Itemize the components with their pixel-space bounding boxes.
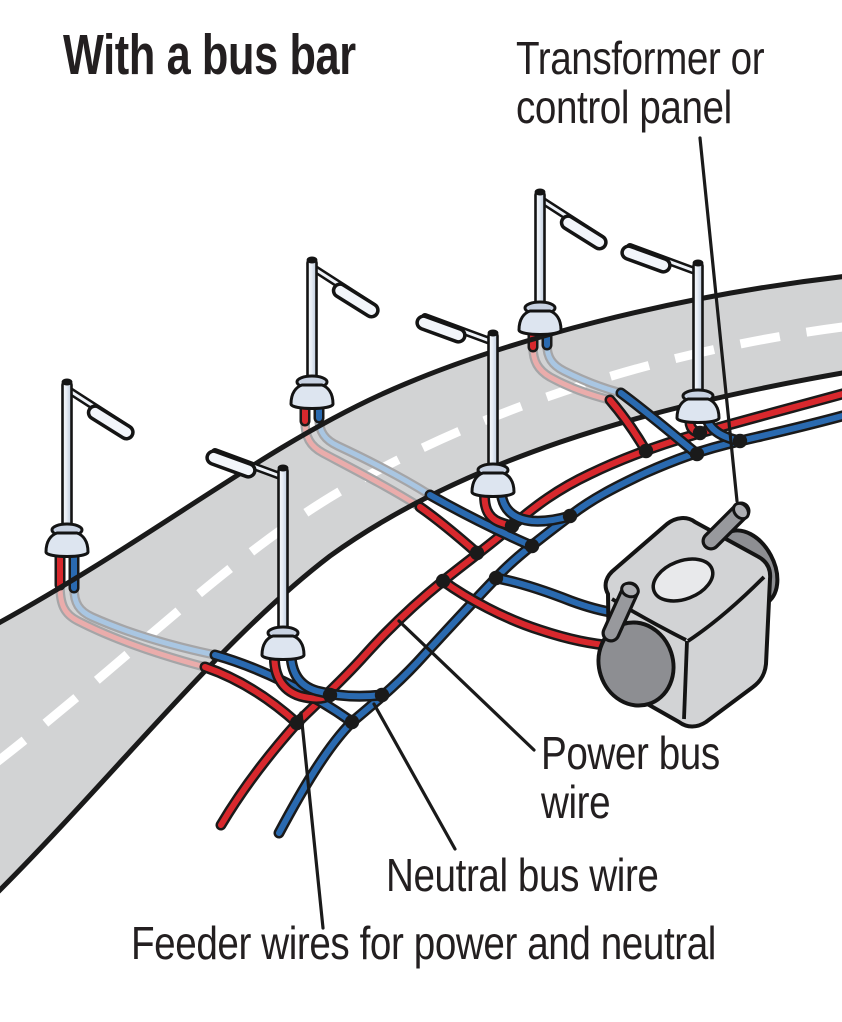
lamp-head	[559, 214, 608, 251]
transformer-label: Transformer or control panel	[516, 32, 765, 133]
bus-bar-junctions	[289, 425, 748, 731]
junction-dot	[374, 687, 390, 703]
junction-dot	[689, 446, 705, 462]
road-center-dashed-line	[0, 322, 842, 766]
page-title: With a bus bar	[63, 23, 356, 87]
power-bus-label-line2: wire	[541, 776, 611, 828]
pole-cap	[61, 378, 73, 386]
pole-base	[517, 309, 563, 336]
junction-dot	[435, 573, 451, 589]
streetlight-5	[517, 188, 608, 336]
transformer-label-line1: Transformer or	[516, 32, 765, 84]
pole-mast	[61, 380, 73, 536]
junction-dot	[488, 570, 504, 586]
box-lid	[651, 557, 715, 603]
pole-mast	[306, 258, 318, 388]
road-edge-far	[0, 274, 842, 626]
junction-dot	[344, 714, 360, 730]
junction-dot	[732, 433, 748, 449]
transformer-label-line2: control panel	[516, 81, 732, 133]
pole-base	[289, 383, 335, 410]
junction-dot	[524, 538, 540, 554]
leader-feeder-wires	[299, 711, 325, 930]
junction-dot	[562, 508, 578, 524]
road-edge-near	[0, 370, 842, 894]
leader-transformer	[698, 136, 739, 503]
pole-mast	[692, 261, 704, 398]
streetlight-6	[620, 243, 721, 424]
leader-lines	[299, 136, 739, 930]
junction-dot	[469, 545, 485, 561]
junction-dot	[504, 518, 520, 534]
power-bus-label: Power bus wire	[541, 729, 720, 827]
streetlight-4	[415, 313, 516, 498]
junction-dot	[692, 425, 708, 441]
streetlight-2	[205, 448, 306, 661]
lamp-head	[620, 244, 672, 274]
junction-dot	[638, 443, 654, 459]
junction-dot	[322, 687, 338, 703]
transformer-box	[596, 501, 780, 729]
feeder-wires-label: Feeder wires for power and neutral	[131, 917, 716, 969]
pole-base	[44, 531, 90, 558]
pole-mast	[487, 331, 499, 472]
road	[0, 276, 842, 890]
pole-base	[675, 397, 721, 424]
lamp-head	[205, 449, 257, 479]
power-bus-label-line1: Power bus	[541, 727, 720, 779]
neutral-bus-label: Neutral bus wire	[386, 849, 659, 901]
pole-mast	[277, 466, 289, 635]
lamp-head	[86, 404, 135, 441]
lamp-head	[331, 282, 380, 319]
leader-power-bus	[397, 619, 536, 752]
pole-mast	[534, 190, 546, 314]
streetlight-3	[289, 256, 380, 410]
streetlight-1	[44, 378, 135, 558]
leader-neutral-bus	[372, 702, 457, 851]
lamp-head	[415, 314, 467, 344]
pole-base	[260, 634, 306, 661]
pole-base	[470, 471, 516, 498]
